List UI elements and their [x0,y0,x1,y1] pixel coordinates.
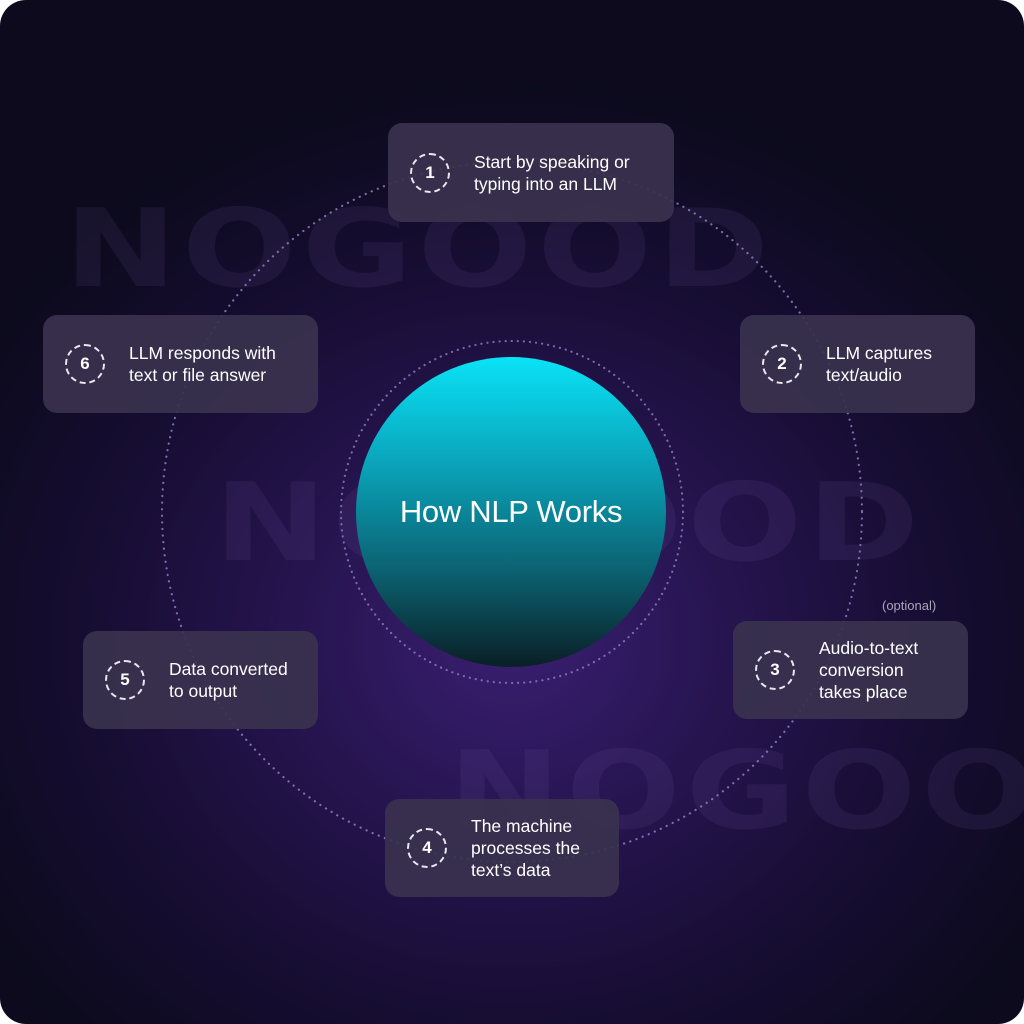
diagram-title: How NLP Works [399,494,623,529]
outer-orbit-ring [160,160,864,864]
inner-orbit-ring [339,339,685,685]
step-text: The machine processes the text’s data [471,816,580,880]
step-number-badge: 4 [407,828,447,868]
step-number-badge: 2 [762,344,802,384]
step-number-badge: 3 [755,650,795,690]
step-number-badge: 1 [410,152,450,193]
step-card-3: 3 Audio-to-text conversion takes place [733,621,968,719]
step-text: Audio-to-text conversion takes place [819,638,919,702]
step-card-4: 4 The machine processes the text’s data [385,799,619,897]
optional-note: (optional) [882,598,937,613]
step-card-5: 5 Data converted to output [83,631,318,729]
step-text: LLM responds with text or file answer [129,343,276,385]
step-number-badge: 6 [65,344,105,384]
step-number-badge: 5 [105,660,145,700]
step-text: LLM captures text/audio [826,343,933,385]
step-text: Data converted to output [169,659,288,701]
step-card-2: 2 LLM captures text/audio [740,315,975,413]
center-circle: How NLP Works [356,357,666,667]
step-card-6: 6 LLM responds with text or file answer [43,315,318,413]
step-text: Start by speaking or typing into an LLM [474,151,630,194]
step-card-1: 1 Start by speaking or typing into an LL… [388,123,674,222]
